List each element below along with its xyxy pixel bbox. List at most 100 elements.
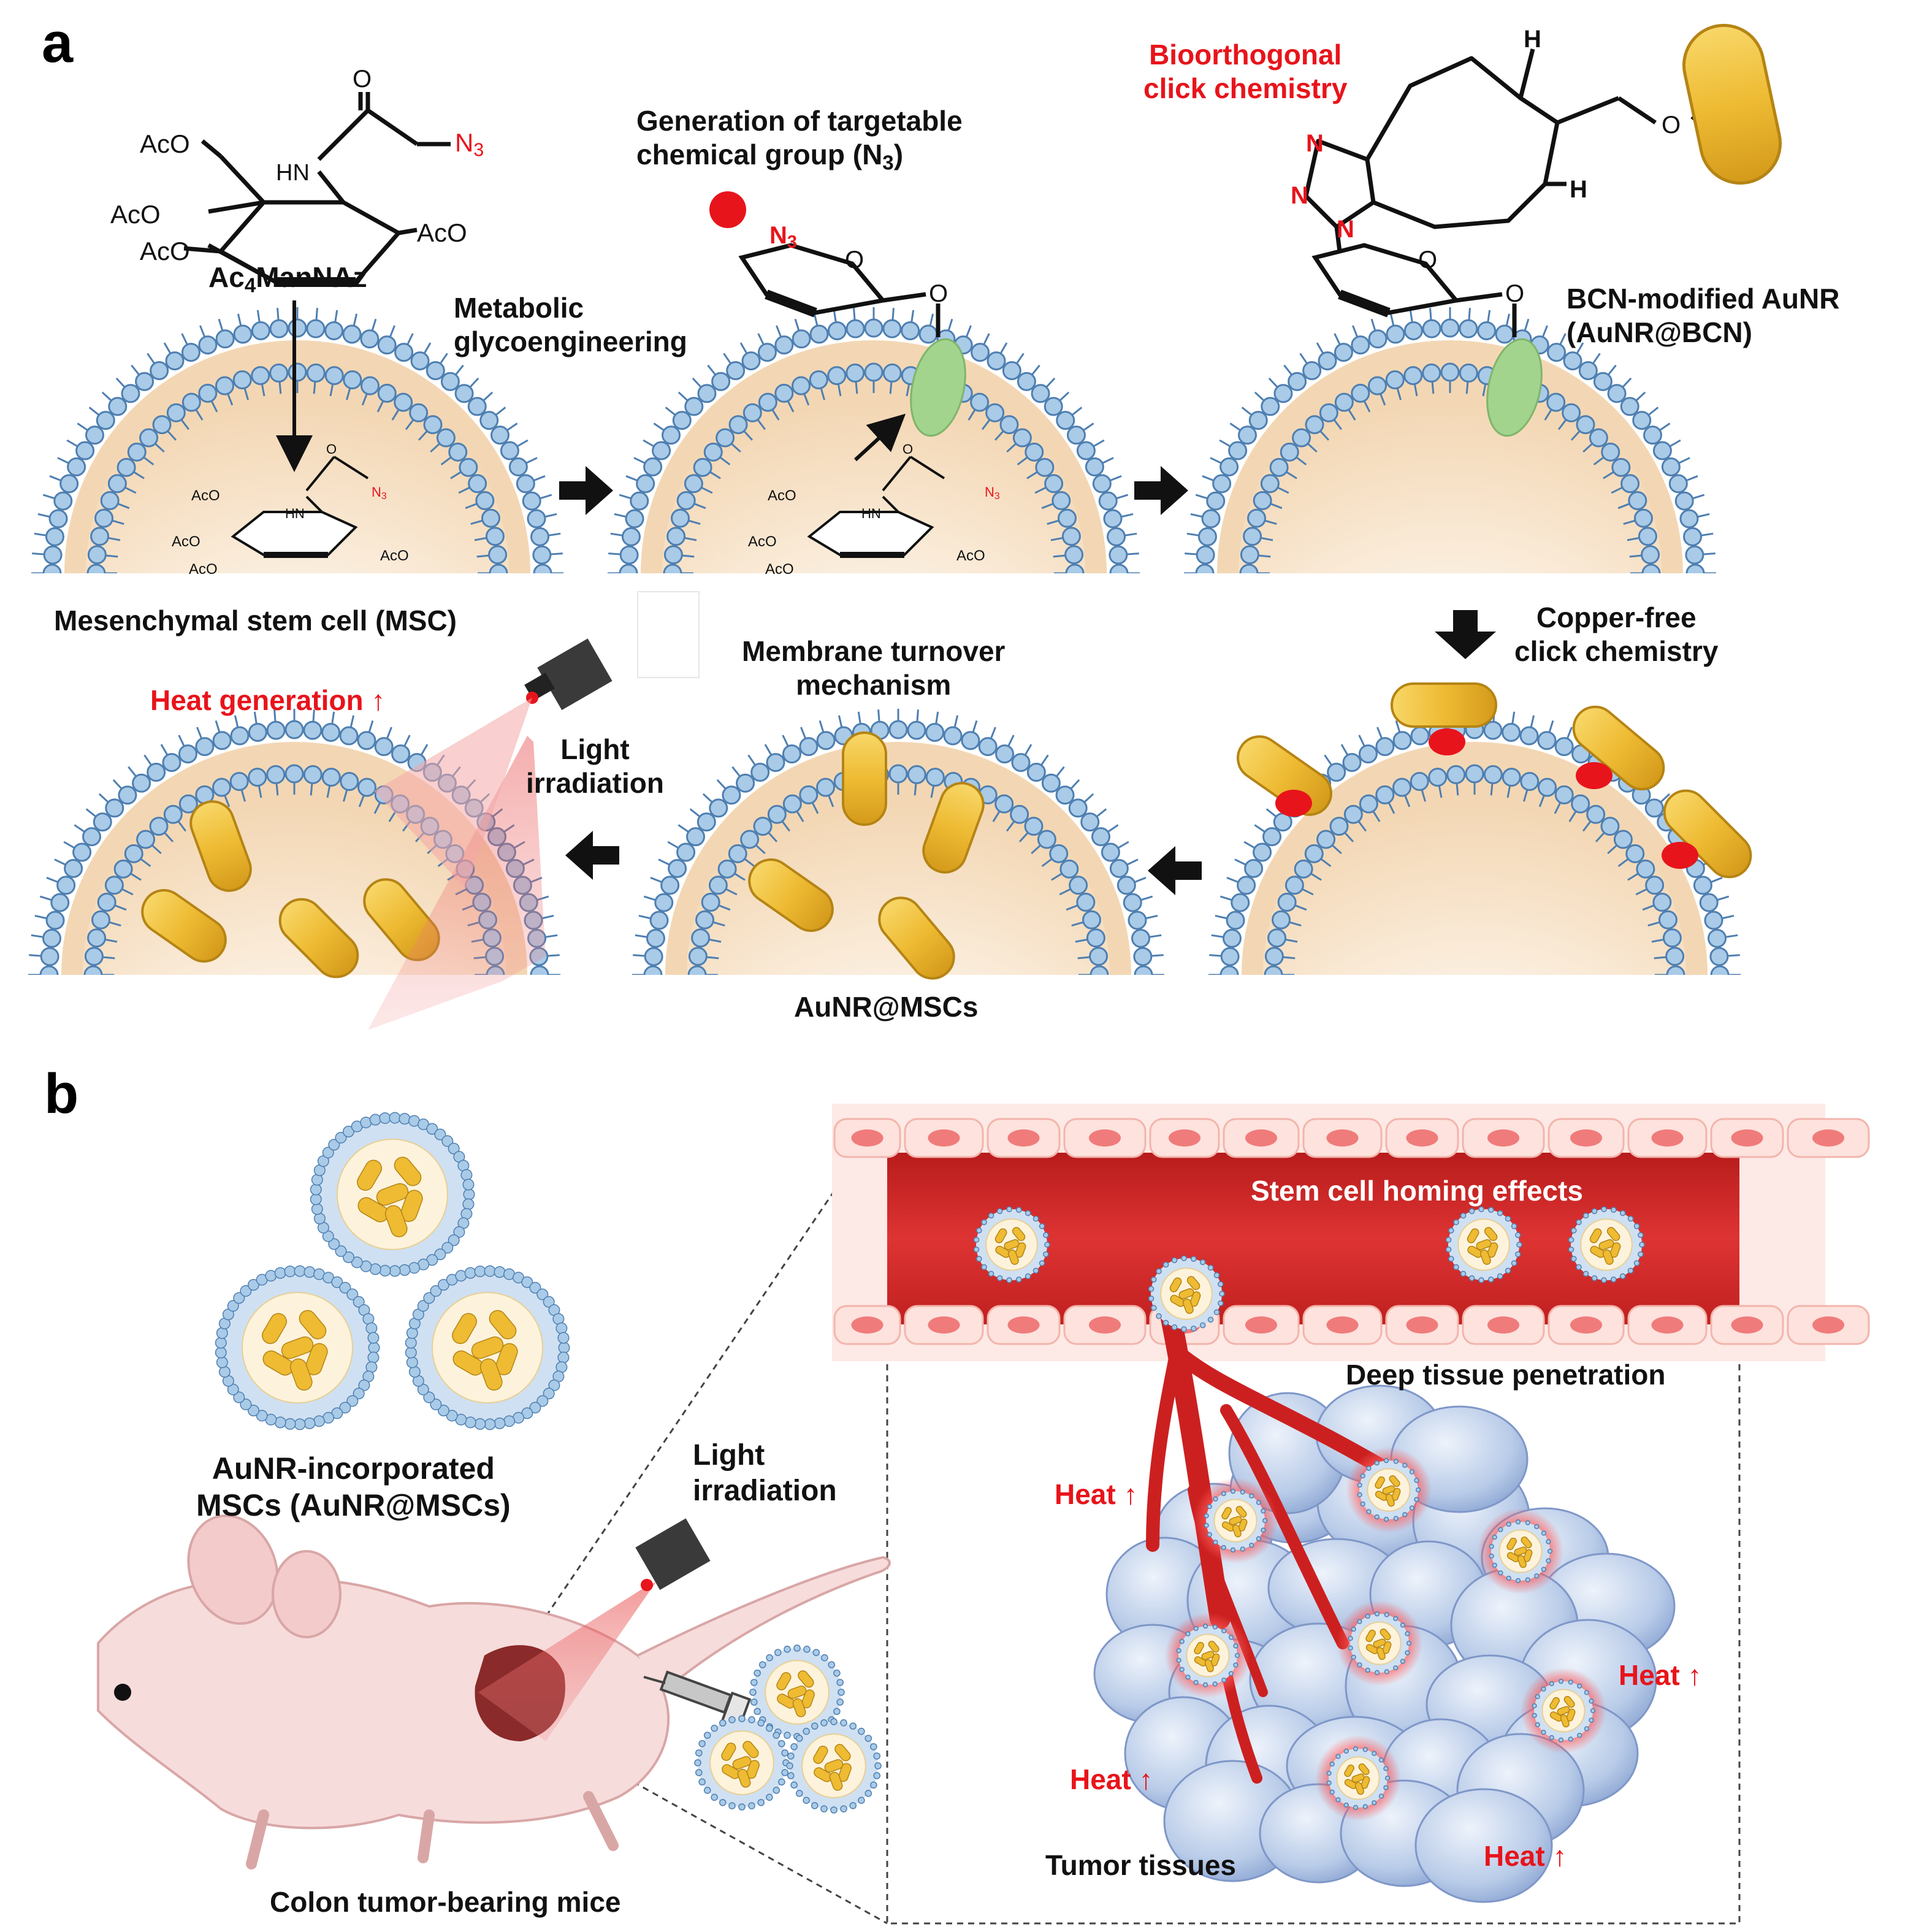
lipid-head: [516, 474, 535, 494]
lipid-tail: [833, 310, 837, 323]
lipid-head: [784, 1732, 791, 1739]
lipid-tail: [112, 519, 124, 525]
lipid-head: [1343, 1802, 1349, 1808]
lipid-tail: [406, 333, 414, 345]
lipid-head: [790, 1743, 798, 1751]
lipid-head: [1351, 383, 1370, 403]
lipid-head: [711, 1793, 718, 1801]
lipid-head: [1253, 842, 1272, 862]
lipid-head: [1128, 911, 1147, 930]
lipid-head: [827, 321, 847, 340]
lipid-tail: [1544, 409, 1552, 421]
lipid-head: [882, 319, 902, 338]
lipid-head: [1497, 1210, 1503, 1216]
lipid-head: [1638, 1232, 1644, 1239]
lipid-tail: [665, 407, 676, 416]
lipid-head: [1273, 384, 1293, 403]
lipid-tail: [1045, 377, 1056, 388]
lipid-head: [1515, 1578, 1521, 1583]
lipid-tail: [243, 388, 249, 400]
lipid-head: [377, 335, 397, 355]
lipid-head: [1611, 457, 1631, 477]
lipid-tail: [1396, 388, 1402, 400]
lipid-head: [1492, 1562, 1497, 1568]
aunr-rod: [1589, 1228, 1602, 1243]
lipid-head: [410, 351, 430, 371]
lipid-tail: [689, 808, 701, 818]
lipid-head: [1541, 1686, 1546, 1692]
lipid-head: [198, 335, 218, 355]
lipid-head: [87, 545, 107, 565]
lipid-head: [1641, 563, 1661, 573]
lipid-head: [1368, 329, 1387, 349]
lipid-head: [1601, 1206, 1607, 1212]
lipid-tail: [1431, 381, 1435, 394]
n3-label: N3: [769, 222, 797, 253]
o-label: O: [1662, 112, 1681, 139]
lipid-head: [50, 893, 70, 912]
lipid-head: [981, 1264, 987, 1270]
lipid-head: [925, 722, 945, 742]
lipid-head: [84, 947, 104, 966]
lipid-head: [446, 1410, 458, 1422]
lipid-head: [1620, 474, 1640, 494]
lipid-head: [367, 1332, 380, 1344]
lipid-head: [1378, 1793, 1384, 1799]
aunr-rod: [1602, 1249, 1614, 1265]
aunr-rod: [305, 1343, 328, 1375]
lipid-head: [1032, 1267, 1039, 1274]
lipid-tail: [57, 457, 69, 464]
lipid-head: [1502, 722, 1521, 742]
lipid-head: [212, 777, 232, 797]
lipid-tail: [819, 720, 825, 733]
lipid-tail: [757, 333, 765, 345]
lipid-head: [1207, 1504, 1212, 1510]
lipid-tail: [196, 727, 203, 739]
lipid-head: [1343, 1748, 1349, 1754]
lipid-tail: [334, 310, 338, 323]
lipid-head: [45, 527, 64, 546]
lipid-head: [266, 720, 286, 740]
lipid-tail: [1209, 954, 1222, 957]
lipid-head: [215, 1346, 227, 1359]
lipid-tail: [692, 377, 702, 388]
lipid-head: [405, 1337, 417, 1349]
lipid-head: [1061, 527, 1081, 546]
lipid-head: [94, 508, 114, 528]
lipid-head: [1162, 1319, 1169, 1326]
lipid-head: [975, 1228, 982, 1234]
lipid-tail: [947, 318, 953, 331]
aco-label: AcO: [768, 487, 796, 504]
lipid-tail: [693, 503, 706, 510]
lipid-tail: [1358, 735, 1365, 747]
lipid-head: [1375, 785, 1395, 804]
lipid-head: [1393, 1516, 1399, 1521]
lipid-head: [324, 321, 344, 340]
lipid-head: [1511, 1223, 1517, 1229]
lipid-tail: [31, 934, 44, 938]
lipid-tail: [828, 795, 834, 808]
cell-nucleus: [928, 1129, 960, 1147]
lipid-tail: [88, 407, 100, 416]
lipid-head: [907, 765, 926, 784]
aunr-rod: [1517, 1555, 1527, 1568]
lipid-head: [1334, 343, 1353, 362]
lipid-tail: [109, 921, 121, 926]
lipid-tail: [388, 811, 397, 822]
cell-nucleus: [1406, 1316, 1438, 1334]
lipid-tail: [857, 711, 861, 724]
aunr-rod: [1467, 1228, 1479, 1243]
lipid-head: [849, 1722, 857, 1730]
lipid-head: [1453, 1219, 1459, 1226]
lipid-head: [1098, 491, 1118, 511]
lipid-head: [423, 1391, 435, 1403]
lipid-head: [45, 911, 65, 930]
lipid-tail: [1617, 858, 1629, 868]
click-site: [1576, 762, 1613, 789]
lipid-head: [303, 765, 323, 784]
lipid-head: [1448, 1228, 1454, 1234]
lipid-head: [331, 1276, 343, 1288]
lipid-head: [394, 392, 413, 412]
